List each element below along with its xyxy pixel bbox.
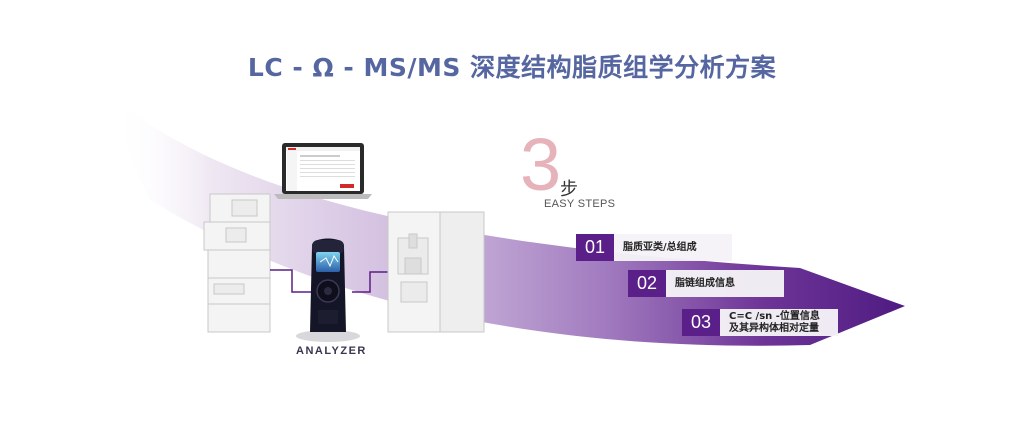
connector-right <box>352 271 393 293</box>
step-2-label: 脂链组成信息 <box>675 277 735 289</box>
analyzer-label: ANALYZER <box>296 345 367 357</box>
hero-unit: 步 <box>560 179 578 200</box>
step-3-label-line1: C=C /sn -位置信息 <box>729 310 820 322</box>
hero-caption: EASY STEPS <box>544 198 616 210</box>
step-3-box: C=C /sn -位置信息 及其异构体相对定量 <box>720 309 838 336</box>
step-1-box: 脂质亚类/总组成 <box>614 234 732 261</box>
step-1-number: 01 <box>576 234 614 261</box>
page-title: LC - Ω - MS/MS 深度结构脂质组学分析方案 <box>247 53 777 82</box>
ozone-analyzer-icon <box>296 238 360 342</box>
lc-system-icon <box>203 193 271 333</box>
step-3-number: 03 <box>682 309 720 336</box>
step-2-number: 02 <box>628 270 666 297</box>
connector-left <box>270 269 312 293</box>
step-3-label-line2: 及其异构体相对定量 <box>729 322 819 334</box>
hero-number: 3 <box>520 123 562 206</box>
step-2-box: 脂链组成信息 <box>666 270 784 297</box>
step-1-label: 脂质亚类/总组成 <box>623 241 697 253</box>
ms-instrument-icon <box>387 211 485 333</box>
laptop-icon <box>274 143 372 199</box>
